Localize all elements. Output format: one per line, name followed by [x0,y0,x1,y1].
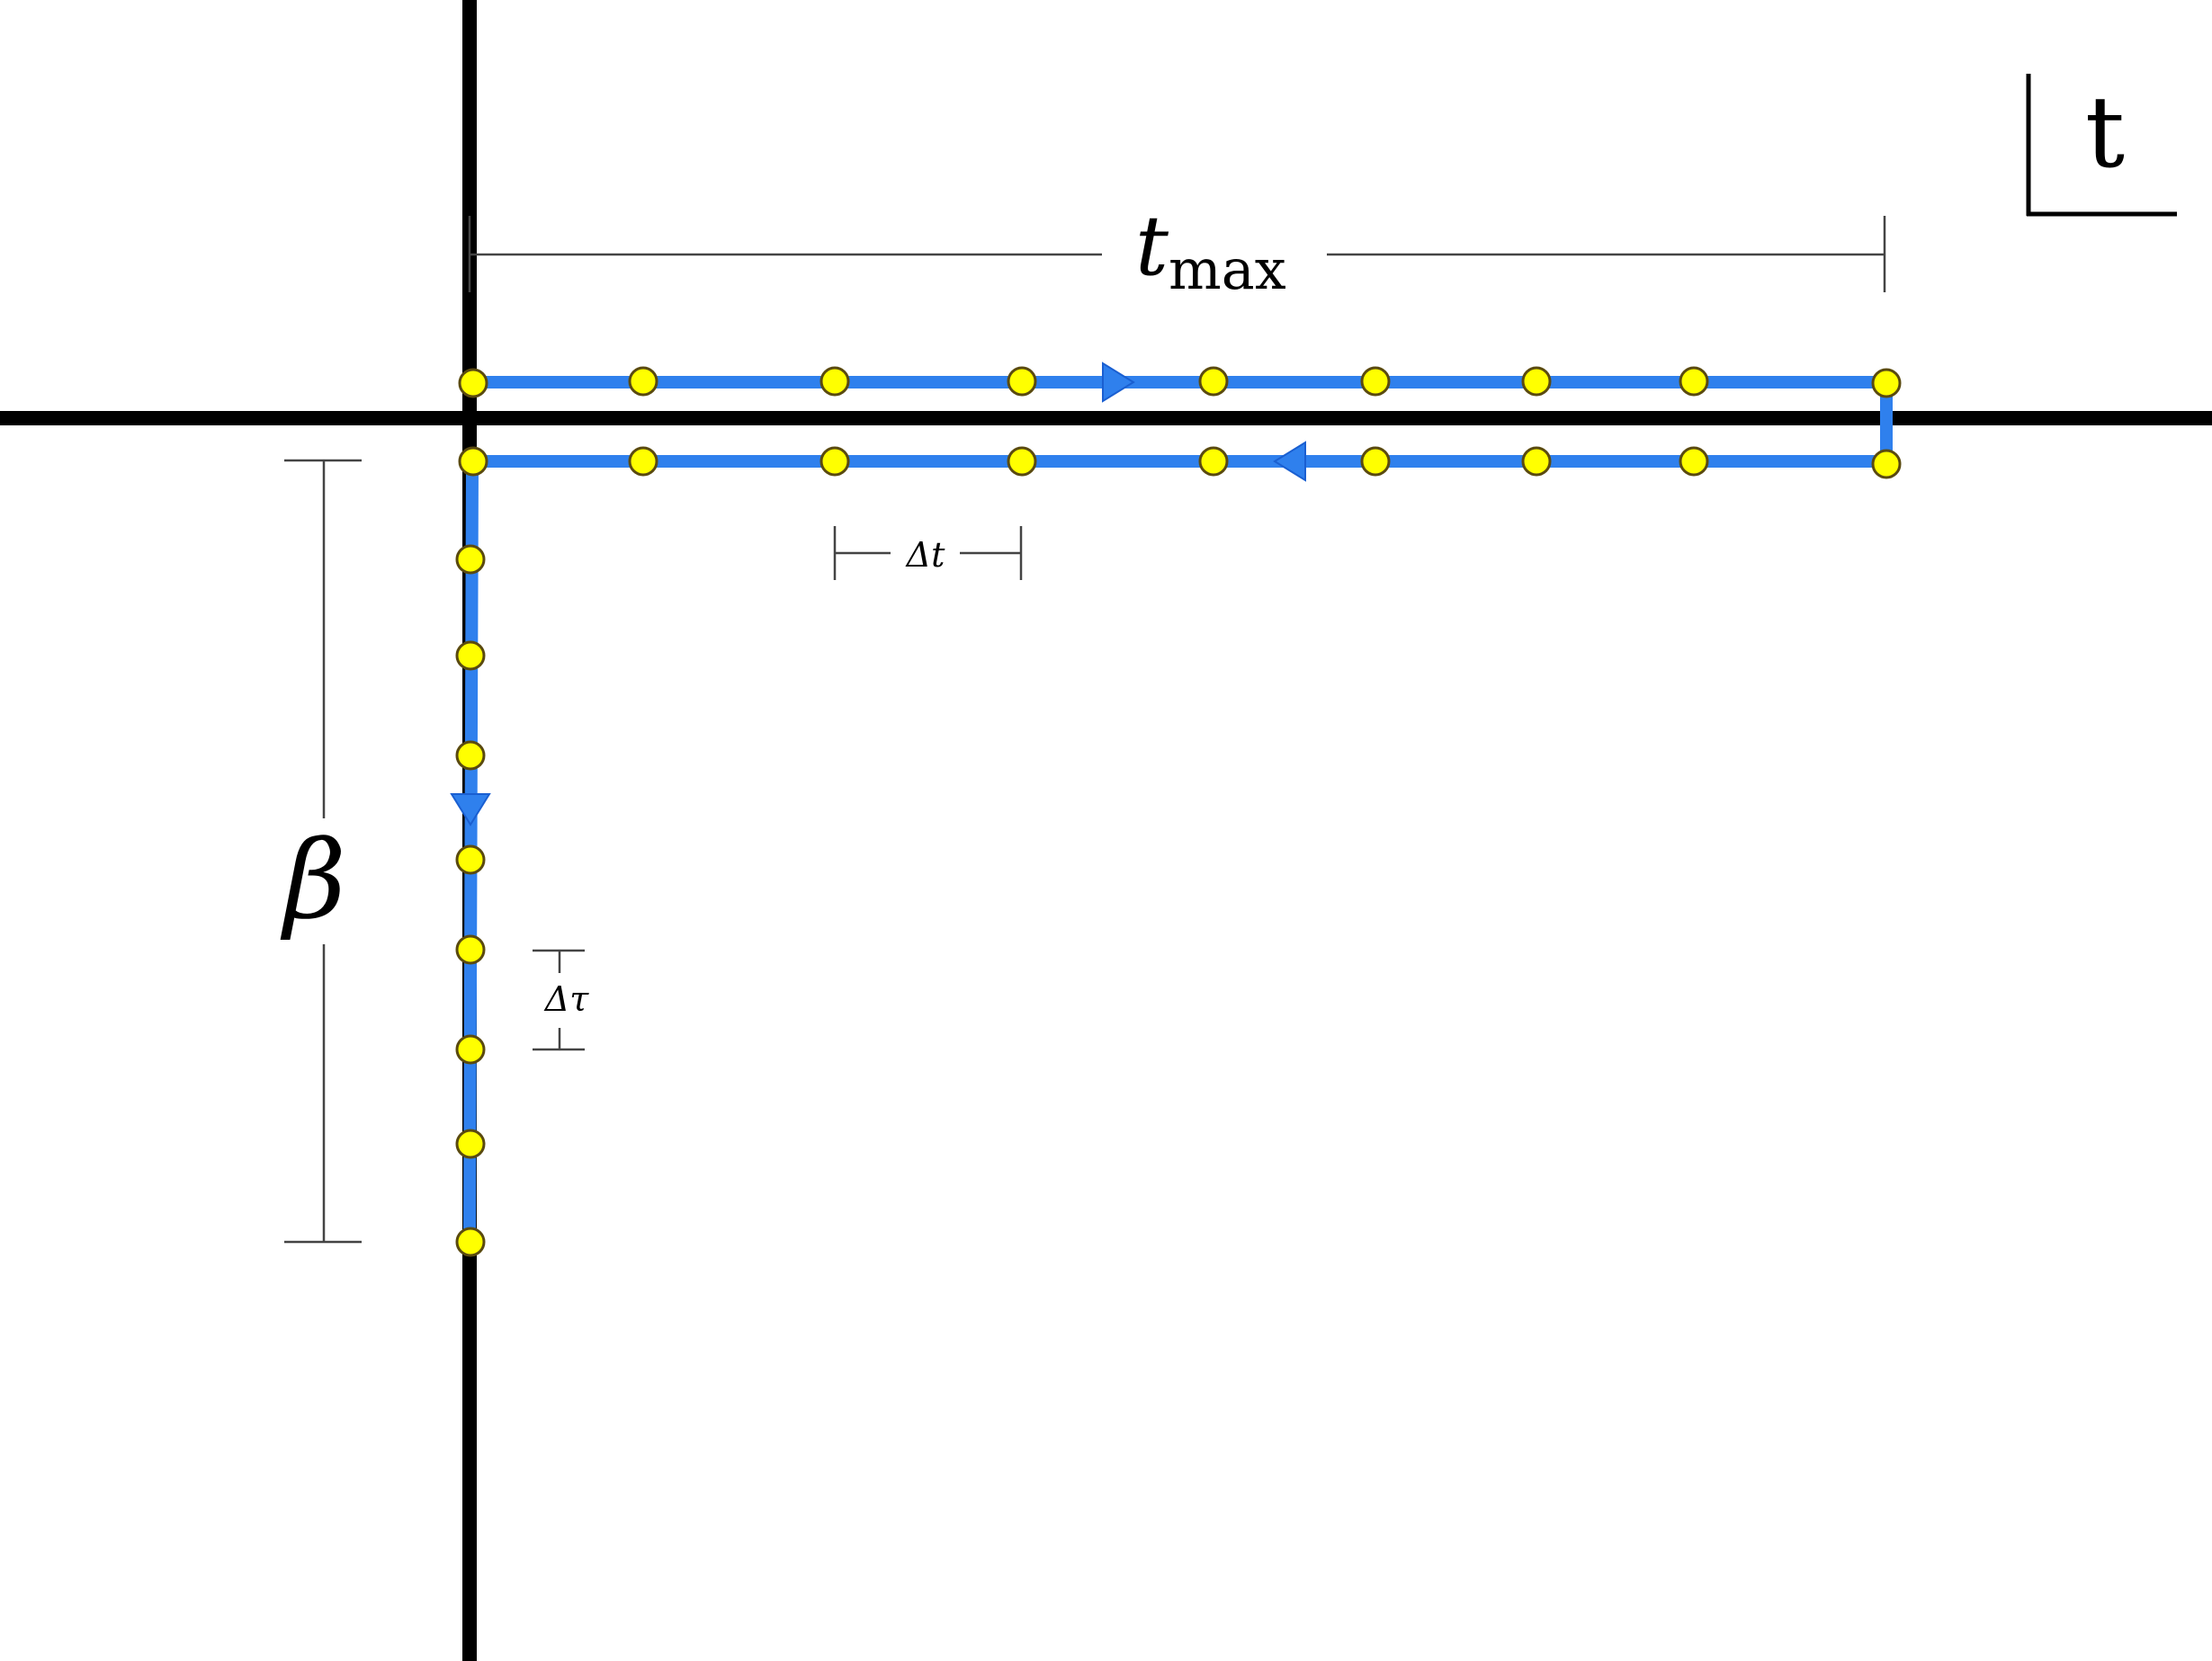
backward-branch-node-9 [1871,449,1902,479]
forward-branch-node-9 [1871,368,1902,398]
contour-nodes [455,366,1902,1257]
delta-tau-label: Δτ [543,979,589,1019]
tmax-sub: max [1169,237,1286,302]
tmax-main: t [1135,198,1169,294]
delta-tau-dimension [533,949,585,1051]
imaginary-branch-node-4 [455,844,486,875]
backward-branch-node-4 [1007,446,1037,477]
forward-branch-node-6 [1360,366,1391,397]
imaginary-direction-arrow [450,793,491,826]
imaginary-branch-node-8 [455,1227,486,1257]
backward-branch-node-3 [819,446,850,477]
backward-branch-node-1 [458,446,488,477]
tmax-dimension [468,216,1886,292]
forward-branch-node-2 [628,366,658,397]
backward-branch-node-2 [628,446,658,477]
imaginary-branch-node-1 [455,544,486,575]
imaginary-branch-node-3 [455,740,486,771]
forward-branch-node-4 [1007,366,1037,397]
backward-branch-node-8 [1679,446,1709,477]
corner-t-label: t [2085,75,2125,190]
corner-t-symbol: t [2026,74,2177,217]
imaginary-branch-node-6 [455,1034,486,1065]
backward-branch-node-7 [1521,446,1552,477]
forward-branch-node-7 [1521,366,1552,397]
imaginary-branch-node-2 [455,640,486,671]
beta-dimension [284,459,362,1244]
forward-branch-node-8 [1679,366,1709,397]
backward-branch-node-5 [1198,446,1229,477]
forward-branch-node-5 [1198,366,1229,397]
tmax-label: tmax [1135,198,1286,302]
forward-branch-node-3 [819,366,850,397]
backward-branch-node-6 [1360,446,1391,477]
imaginary-branch-node-7 [455,1129,486,1159]
contour-path [463,376,1893,1244]
beta-label: β [280,818,345,943]
delta-t-label: Δt [905,535,945,575]
delta-t-dimension [833,526,1023,580]
forward-direction-arrow [1102,362,1135,403]
imaginary-branch-node-5 [455,934,486,965]
backward-direction-arrow [1273,441,1306,482]
forward-branch-node-1 [458,368,488,398]
